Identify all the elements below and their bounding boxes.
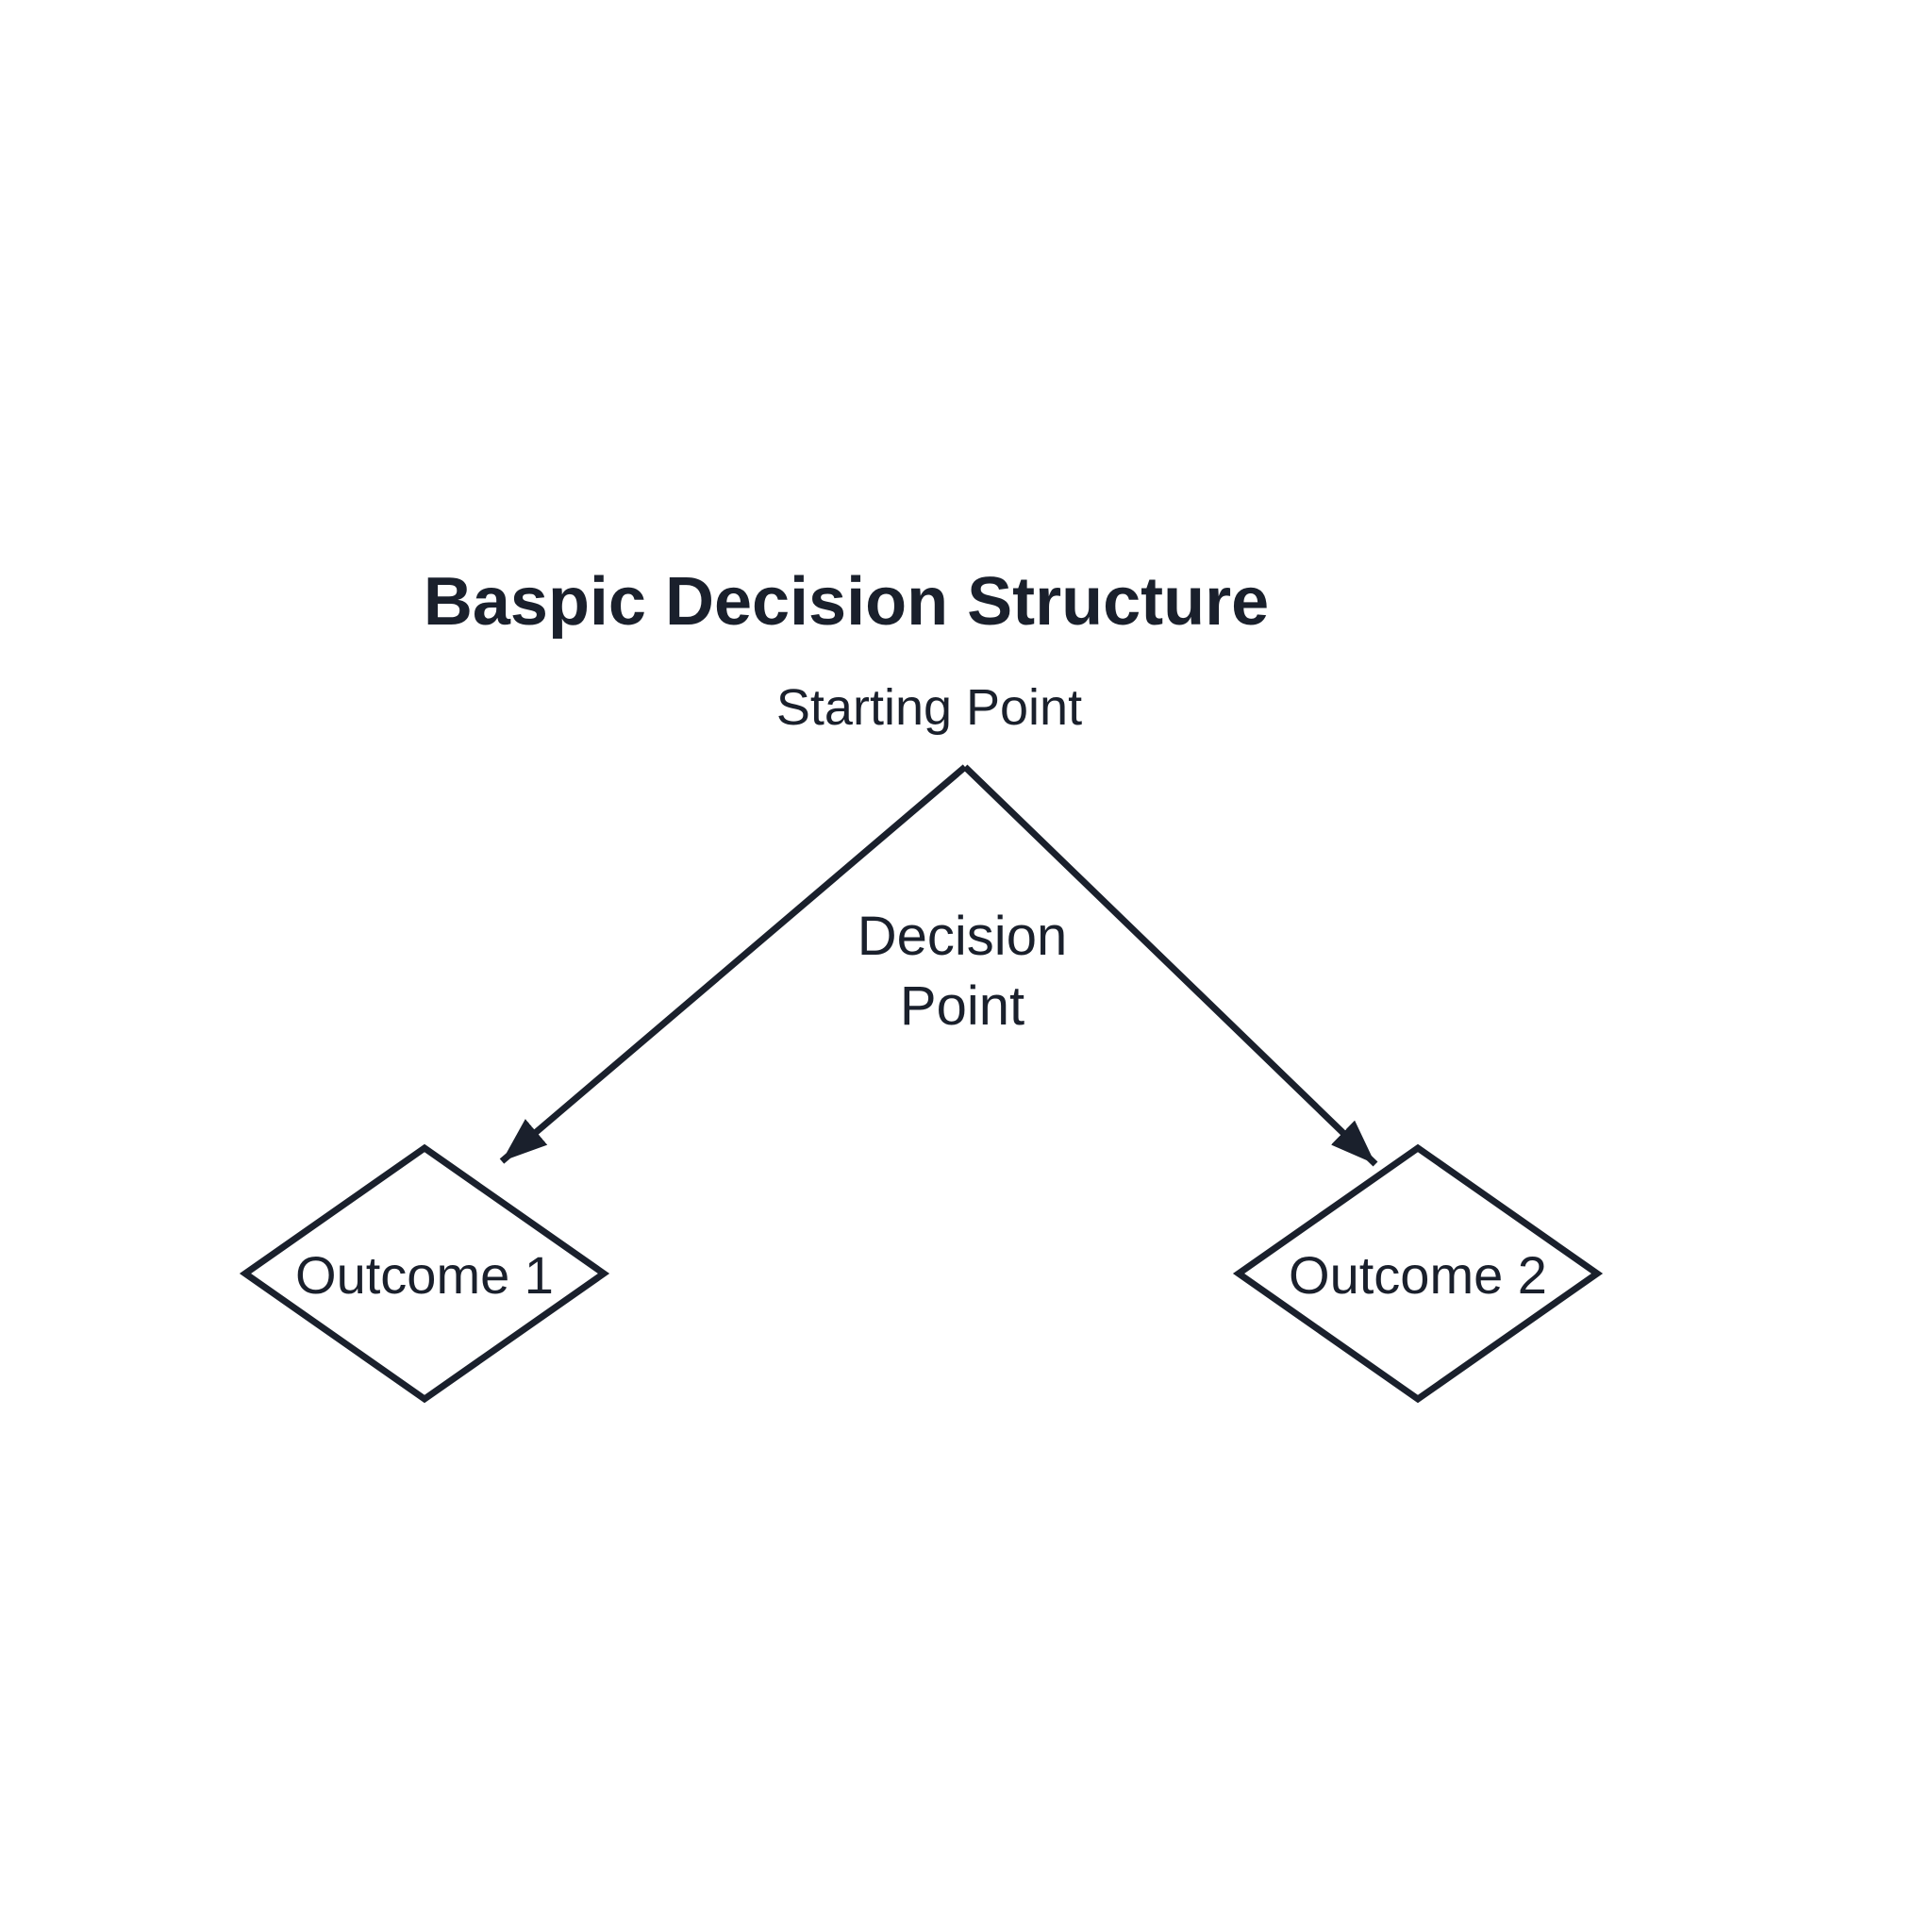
starting-point-label: Starting Point: [776, 679, 1082, 736]
outcome-1-diamond: [239, 1143, 610, 1404]
diagram-title: Baspic Decision Structure: [424, 564, 1269, 640]
outcome-2-diamond: [1232, 1143, 1604, 1404]
outcome-1-label: Outcome 1: [295, 1245, 554, 1305]
decision-point-label-line2: Point: [900, 975, 1024, 1037]
outcome-2-label: Outcome 2: [1289, 1245, 1547, 1305]
branch-arrow-right: [962, 764, 1378, 1167]
decision-point-label-line1: Decision: [858, 906, 1067, 967]
branch-arrow-left: [499, 764, 968, 1164]
